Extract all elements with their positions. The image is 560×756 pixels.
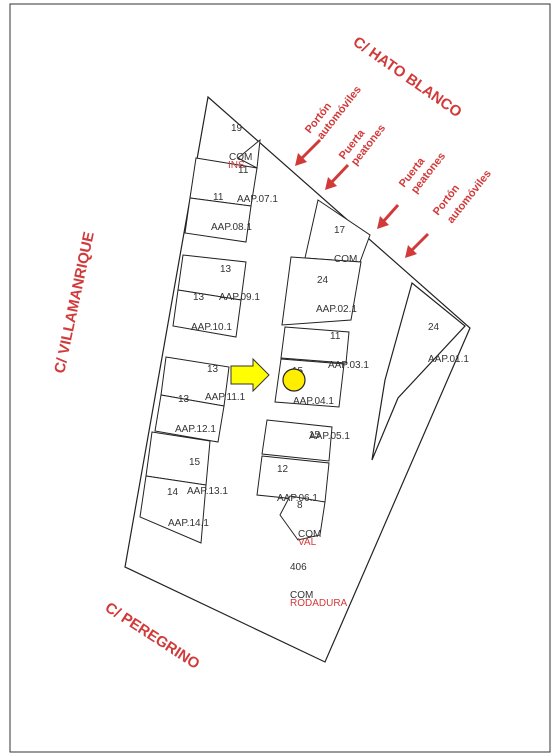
down-arrow-icon	[377, 216, 389, 229]
location-marker-icon	[282, 368, 306, 392]
plot-outline	[124, 95, 471, 663]
unit-label-13-c: 13	[207, 364, 219, 375]
unit-label-13-b: 13	[193, 292, 205, 303]
access-arrow-door-east	[377, 204, 400, 229]
unit-label-15-c: 15	[309, 430, 321, 441]
unit-label-rodadura: RODADURA	[290, 598, 348, 609]
unit-aap-14	[139, 475, 207, 544]
unit-label-12: 12	[277, 464, 289, 475]
unit-label-aap-03: AAP.03.1	[328, 360, 369, 371]
unit-label-aap-08: AAP.08.1	[211, 222, 252, 233]
access-arrow-gate-west	[295, 138, 322, 166]
unit-label-aap-12: AAP.12.1	[175, 424, 216, 435]
access-arrow-gate-east	[405, 232, 430, 258]
access-arrow-door-west	[325, 163, 350, 190]
unit-label-ins: INS	[228, 160, 245, 171]
plot-strip-east	[371, 281, 466, 461]
unit-label-13-d: 13	[178, 394, 190, 405]
unit-aap-03	[280, 326, 350, 364]
unit-label-val: VAL	[298, 537, 317, 548]
unit-label-aap-05-text: AAP.05.1	[309, 431, 350, 442]
unit-label-aap-14: AAP.14.1	[168, 518, 209, 529]
unit-corner-ins	[237, 138, 261, 169]
unit-label-com-mid: COM	[334, 254, 357, 265]
right-arrow-icon	[230, 357, 270, 393]
unit-label-aap-01: AAP.01.1	[428, 354, 469, 365]
unit-label-aap-13: AAP.13.1	[187, 486, 228, 497]
unit-label-24-a: 24	[317, 275, 329, 286]
street-west: C/ VILLAMANRIQUE	[51, 230, 98, 375]
unit-label-15-a: 15	[189, 457, 201, 468]
unit-label-11-b: 11	[213, 192, 224, 203]
unit-aap-02	[281, 256, 362, 326]
unit-label-aap-07: AAP.07.1	[237, 194, 278, 205]
unit-label-com-bottom: COM	[290, 590, 313, 601]
unit-label-aap-02: AAP.02.1	[316, 304, 357, 315]
unit-label-aap-09: AAP.09.1	[219, 292, 260, 303]
unit-label-17: 17	[334, 225, 346, 236]
unit-label-406: 406	[290, 562, 307, 573]
down-arrow-icon	[325, 177, 337, 190]
sheet-frame	[9, 3, 551, 753]
unit-label-aap-04: AAP.04.1	[293, 396, 334, 407]
unit-label-aap-10: AAP.10.1	[191, 322, 232, 333]
unit-label-aap-11: AAP.11.1	[205, 392, 246, 403]
street-south: C/ PEREGRINO	[102, 599, 203, 673]
unit-aap-05	[261, 419, 333, 462]
unit-label-com-low: COM	[298, 529, 321, 540]
unit-aap-10	[172, 289, 242, 338]
unit-label-8: 8	[297, 500, 303, 511]
down-arrow-icon	[295, 153, 307, 166]
unit-label-14: 14	[167, 487, 179, 498]
down-arrow-icon	[405, 245, 417, 258]
unit-label-13-a: 13	[220, 264, 232, 275]
unit-label-11-c: 11	[330, 331, 341, 342]
unit-label-aap-06: AAP.06.1	[277, 493, 318, 504]
street-north: C/ HATO BLANCO	[350, 33, 465, 121]
unit-label-11-top: 11	[238, 165, 249, 176]
unit-8-val	[279, 495, 326, 541]
unit-label-19: 19	[231, 123, 243, 134]
unit-aap-08	[184, 197, 252, 243]
unit-aap-12	[154, 394, 225, 443]
unit-label-com-top: COM	[229, 152, 252, 163]
unit-label-24-b: 24	[428, 322, 440, 333]
